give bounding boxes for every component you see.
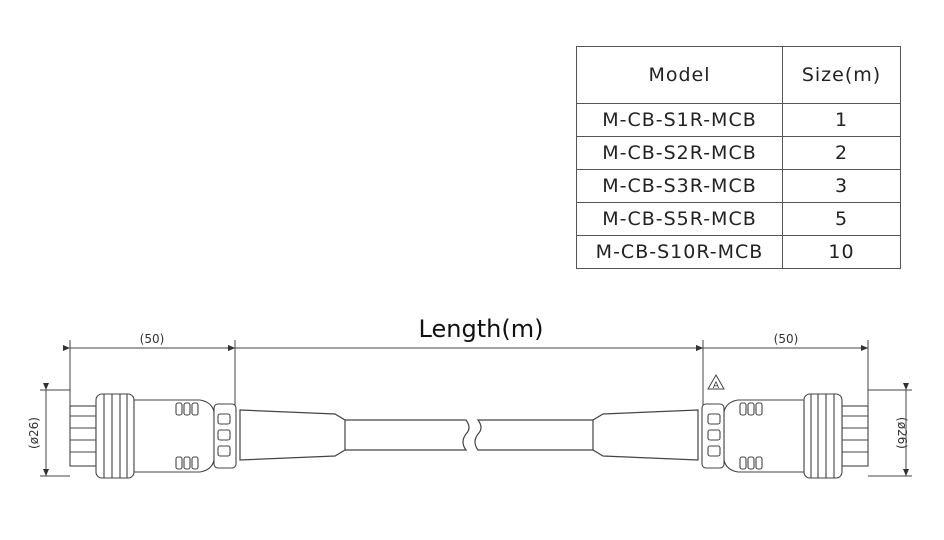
cell-model: M-CB-S3R-MCB	[576, 169, 783, 203]
right-connector	[701, 393, 869, 479]
extension-lines	[69, 340, 869, 408]
header-model: Model	[576, 46, 783, 104]
cell-size: 1	[782, 103, 901, 137]
length-label: Length(m)	[419, 315, 544, 343]
right-dimension-label: (50)	[774, 332, 799, 346]
marker-label: A	[713, 381, 720, 391]
marker-triangle-icon: A	[707, 373, 725, 391]
table-row: M-CB-S2R-MCB 2	[576, 136, 901, 170]
table-row: M-CB-S10R-MCB 10	[576, 235, 901, 269]
cell-size: 10	[782, 235, 901, 269]
left-dimension-label: (50)	[140, 332, 165, 346]
cell-model: M-CB-S2R-MCB	[576, 136, 783, 170]
cable-drawing: Length(m) (50) (50) (ø26) (ø26)	[27, 315, 912, 479]
cell-size: 3	[782, 169, 901, 203]
diameter-dimensions	[40, 383, 912, 477]
table-row: M-CB-S1R-MCB 1	[576, 103, 901, 137]
table-header-row: Model Size(m)	[576, 46, 901, 104]
header-size: Size(m)	[782, 46, 901, 104]
model-size-table: Model Size(m) M-CB-S1R-MCB 1 M-CB-S2R-MC…	[576, 46, 901, 269]
table-row: M-CB-S3R-MCB 3	[576, 169, 901, 203]
cell-model: M-CB-S1R-MCB	[576, 103, 783, 137]
left-connector	[69, 393, 237, 479]
cell-size: 2	[782, 136, 901, 170]
cell-model: M-CB-S5R-MCB	[576, 202, 783, 236]
table-row: M-CB-S5R-MCB 5	[576, 202, 901, 236]
cable-body	[239, 409, 699, 461]
cell-model: M-CB-S10R-MCB	[576, 235, 783, 269]
cell-size: 5	[782, 202, 901, 236]
right-diameter-label: (ø26)	[895, 417, 909, 449]
left-diameter-label: (ø26)	[27, 417, 41, 449]
